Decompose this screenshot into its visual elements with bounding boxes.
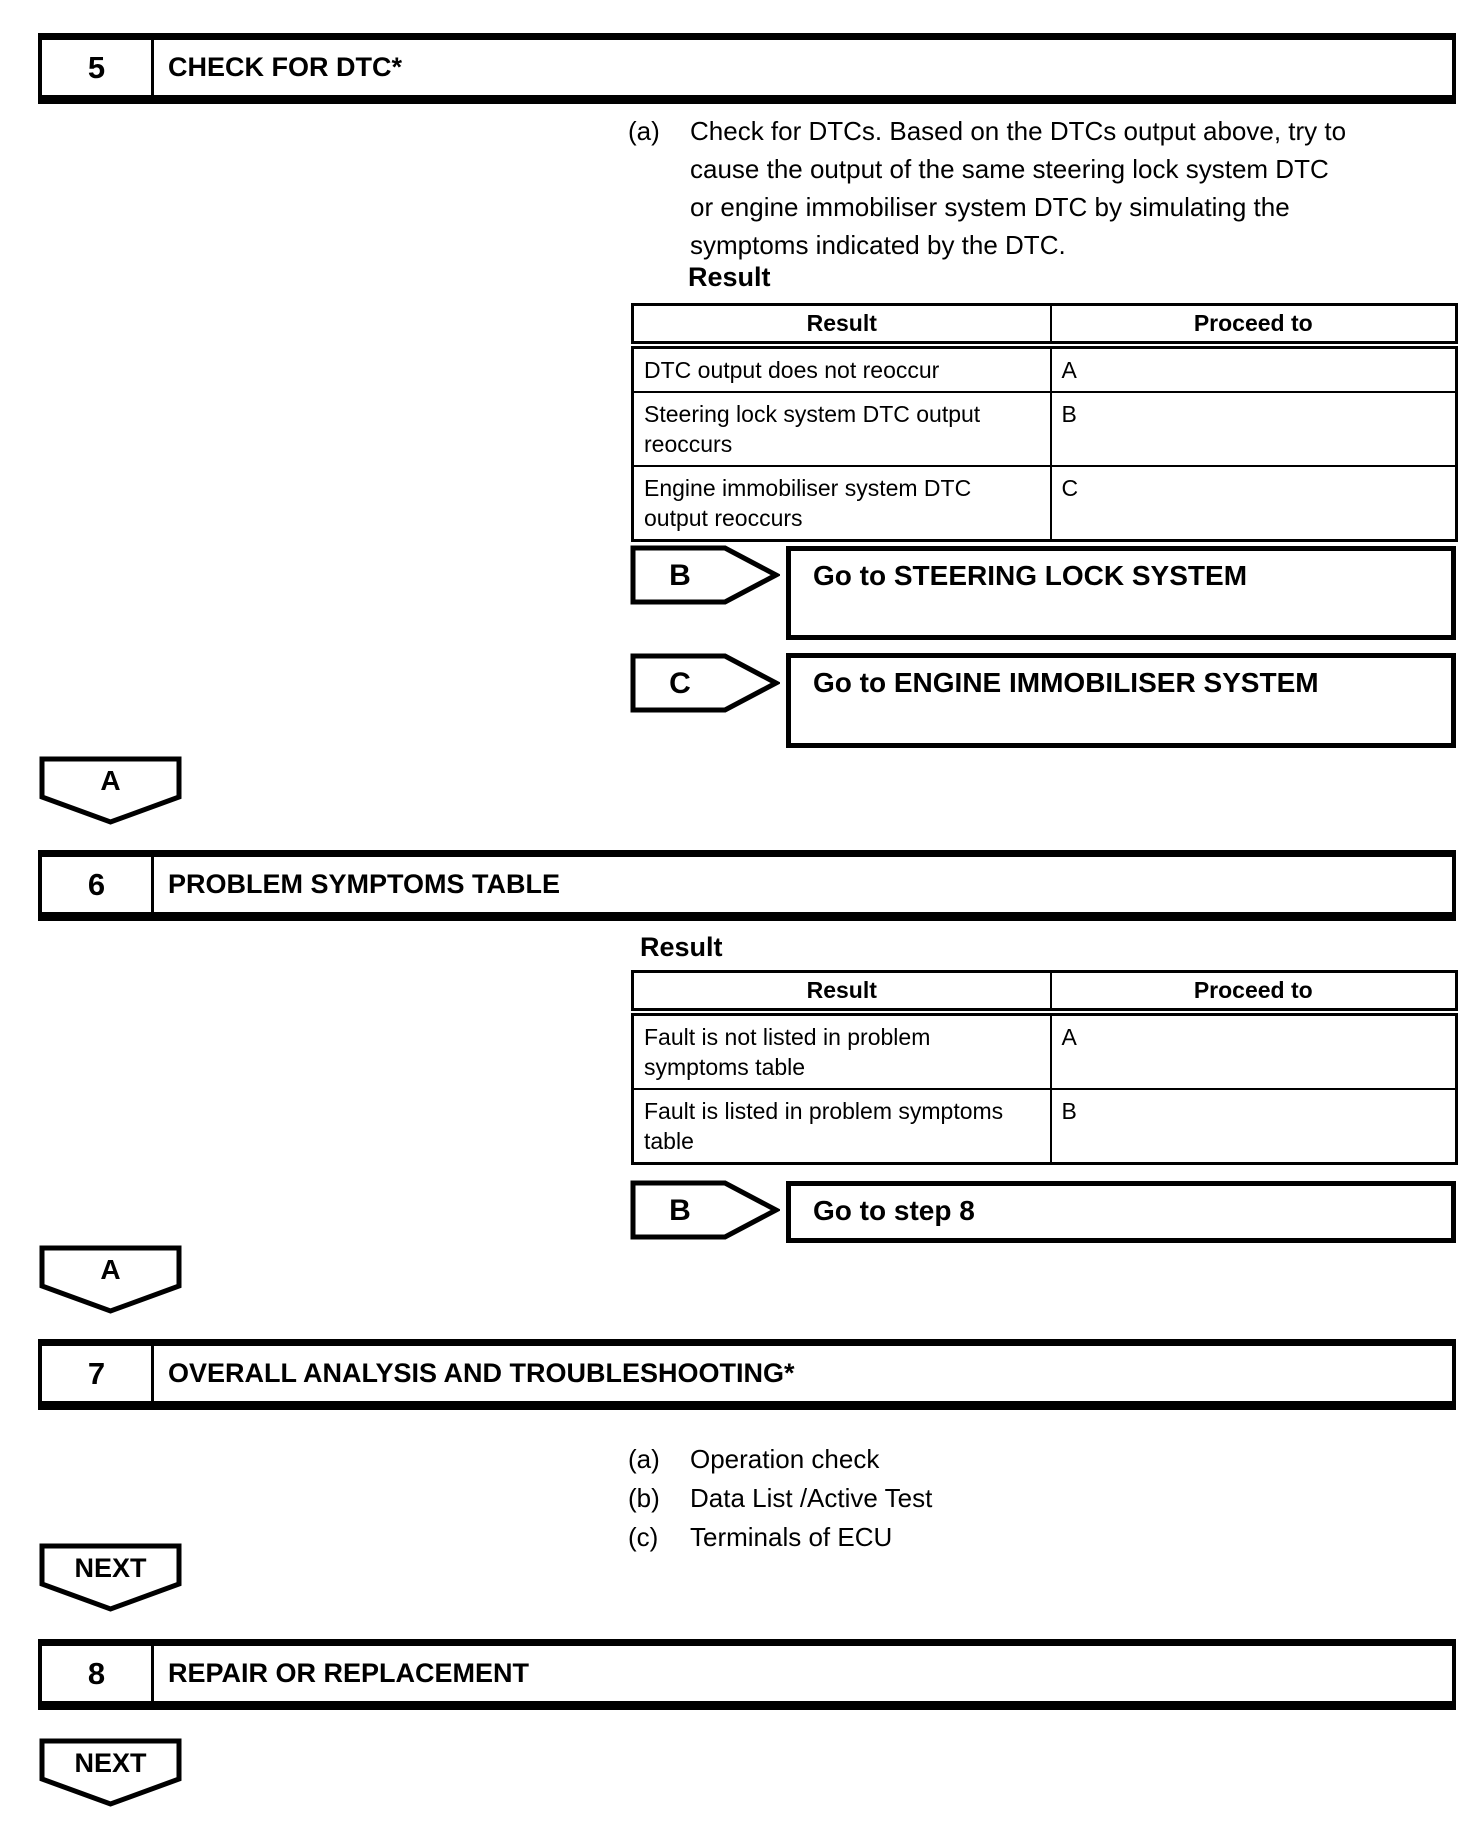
- step5-number: 5: [42, 40, 154, 95]
- table-header-row: Result Proceed to: [631, 303, 1458, 349]
- proceed-cell: B: [1049, 391, 1458, 467]
- step7-item-text: Terminals of ECU: [690, 1522, 893, 1552]
- step6-title: PROBLEM SYMPTOMS TABLE: [168, 869, 561, 899]
- column-header-proceed-to: Proceed to: [1049, 970, 1458, 1016]
- step7-item-marker: (b): [628, 1483, 660, 1513]
- proceed-cell: A: [1049, 1011, 1458, 1090]
- branch-c-arrow: C: [630, 653, 780, 713]
- proceed-cell: A: [1049, 344, 1458, 393]
- table-row: Engine immobiliser system DTC output reo…: [631, 465, 1458, 542]
- connector-a-pentagon: A: [39, 1245, 182, 1314]
- connector-a-label: A: [100, 1254, 120, 1285]
- connector-next-label: NEXT: [74, 1748, 147, 1778]
- branch-b-arrow-label: B: [669, 559, 691, 592]
- step7-title: OVERALL ANALYSIS AND TROUBLESHOOTING*: [168, 1358, 795, 1388]
- step8-title: REPAIR OR REPLACEMENT: [168, 1658, 530, 1688]
- step5-title: CHECK FOR DTC*: [168, 52, 402, 82]
- step5-header-bar: 5 CHECK FOR DTC*: [38, 33, 1456, 104]
- table-row: DTC output does not reoccur A: [631, 344, 1458, 393]
- step8-header-bar: 8 REPAIR OR REPLACEMENT: [38, 1639, 1456, 1710]
- proceed-cell: B: [1049, 1088, 1458, 1165]
- step7-item-marker: (a): [628, 1444, 660, 1474]
- step6-result-table: Result Proceed to Fault is not listed in…: [631, 970, 1458, 1165]
- result-cell: DTC output does not reoccur: [631, 344, 1052, 393]
- connector-next-pentagon: NEXT: [39, 1738, 182, 1807]
- step7-item-text: Data List /Active Test: [690, 1483, 933, 1513]
- step7-number: 7: [42, 1346, 154, 1401]
- step8-number: 8: [42, 1646, 154, 1701]
- connector-a-label: A: [100, 765, 120, 796]
- goto-engine-immobiliser-box: Go to ENGINE IMMOBILISER SYSTEM: [786, 653, 1456, 748]
- result-cell: Steering lock system DTC output reoccurs: [631, 391, 1052, 467]
- step5-instruction-line: symptoms indicated by the DTC.: [690, 230, 1066, 260]
- connector-next-label: NEXT: [74, 1553, 147, 1583]
- column-header-result: Result: [631, 303, 1052, 349]
- step6-header-bar: 6 PROBLEM SYMPTOMS TABLE: [38, 850, 1456, 921]
- table-header-row: Result Proceed to: [631, 970, 1458, 1016]
- goto-steering-lock-box: Go to STEERING LOCK SYSTEM: [786, 546, 1456, 640]
- step7-item-text: Operation check: [690, 1444, 880, 1474]
- result-cell: Engine immobiliser system DTC output reo…: [631, 465, 1052, 542]
- step6-number: 6: [42, 857, 154, 912]
- step5-instruction-line: or engine immobiliser system DTC by simu…: [690, 192, 1290, 222]
- step7-item-marker: (c): [628, 1522, 659, 1552]
- connector-next-pentagon: NEXT: [39, 1543, 182, 1612]
- step5-instruction-line: Check for DTCs. Based on the DTCs output…: [690, 116, 1347, 146]
- step6-result-label: Result: [640, 932, 723, 962]
- step6-branch-b-arrow: B: [630, 1180, 780, 1240]
- connector-a-pentagon: A: [39, 756, 182, 825]
- table-row: Fault is listed in problem symptoms tabl…: [631, 1088, 1458, 1165]
- step5-instruction-marker: (a): [628, 116, 660, 146]
- column-header-proceed-to: Proceed to: [1049, 303, 1458, 349]
- step5-result-label: Result: [688, 262, 771, 292]
- step6-branch-b-label: B: [669, 1194, 691, 1227]
- table-row: Steering lock system DTC output reoccurs…: [631, 391, 1458, 467]
- branch-b-arrow: B: [630, 545, 780, 605]
- step7-header-bar: 7 OVERALL ANALYSIS AND TROUBLESHOOTING*: [38, 1339, 1456, 1410]
- step5-result-table: Result Proceed to DTC output does not re…: [631, 303, 1458, 542]
- branch-c-arrow-label: C: [669, 667, 691, 700]
- step5-instruction-line: cause the output of the same steering lo…: [690, 154, 1329, 184]
- result-cell: Fault is listed in problem symptoms tabl…: [631, 1088, 1052, 1165]
- proceed-cell: C: [1049, 465, 1458, 542]
- column-header-result: Result: [631, 970, 1052, 1016]
- result-cell: Fault is not listed in problem symptoms …: [631, 1011, 1052, 1090]
- table-row: Fault is not listed in problem symptoms …: [631, 1011, 1458, 1090]
- goto-step8-box: Go to step 8: [786, 1181, 1456, 1243]
